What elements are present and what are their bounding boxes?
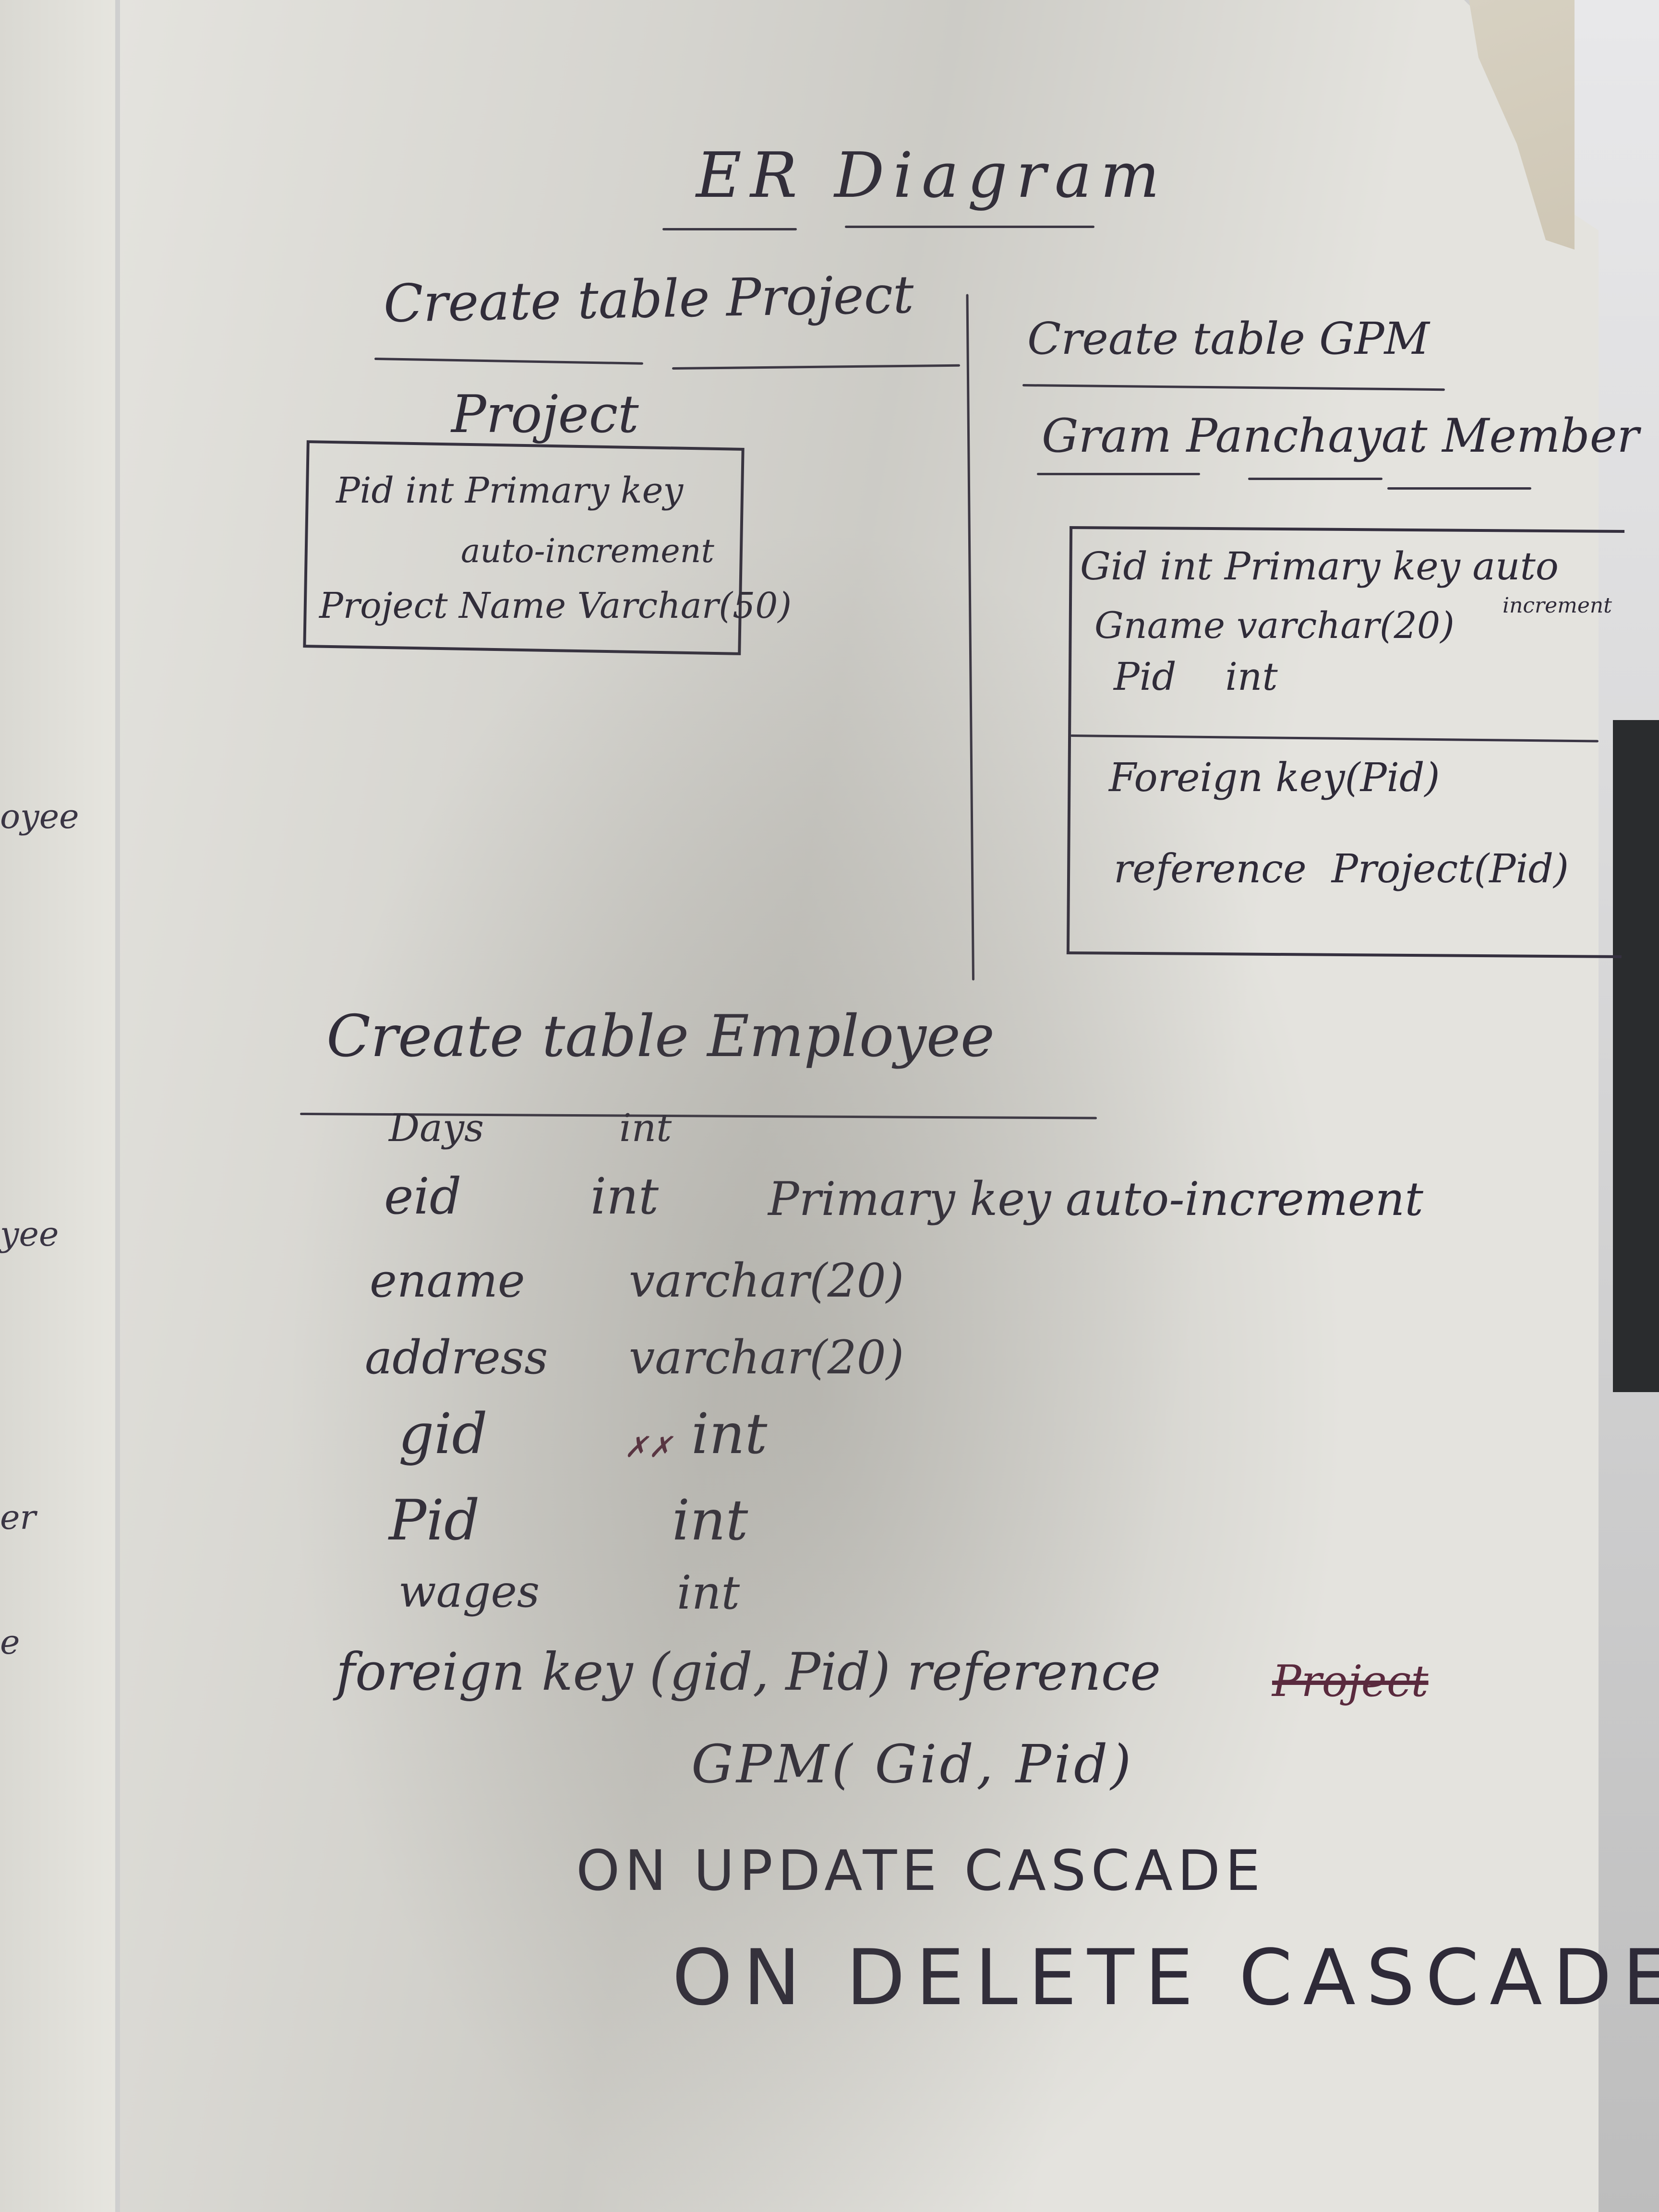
entity-underline [1248,478,1382,480]
employee-reference-target: GPM( Gid, Pid) [691,1733,1134,1795]
left-fragment: yee [0,1214,59,1254]
gpm-table-heading: Create table GPM [1027,313,1430,364]
employee-column-name: gid [398,1402,488,1467]
gpm-constraint: reference Project(Pid) [1114,846,1569,892]
employee-column-type: int [672,1488,748,1553]
employee-column-name: Pid [389,1488,480,1553]
desk-object [1613,720,1659,1392]
employee-column-type: int [590,1167,659,1226]
title-underline [662,228,797,230]
entity-underline [1387,487,1531,490]
employee-column-type: varchar(20) [629,1331,904,1384]
gpm-field: Gid int Primary key auto [1080,544,1559,589]
crossed-out-text: Project [1272,1656,1429,1707]
gpm-entity-box [1066,526,1625,959]
employee-column-type: int [691,1402,768,1467]
adjacent-page: oyee yee er e [0,0,115,2212]
employee-column-name: Days [389,1106,484,1150]
employee-foreign-key: foreign key (gid, Pid) reference [336,1642,1161,1702]
gpm-field: Pid int [1114,654,1278,699]
project-entity-name: Project [451,385,639,445]
left-fragment: er [0,1498,36,1537]
employee-column-name: ename [370,1254,525,1308]
employee-column-name: eid [384,1167,462,1226]
project-field: Project Name Varchar(50) [319,585,792,626]
gpm-field: Gname varchar(20) [1094,604,1455,647]
notebook-page [120,0,1599,2212]
employee-table-heading: Create table Employee [326,1003,995,1070]
gpm-field: increment [1503,593,1612,618]
employee-column-type: int [677,1566,740,1620]
title-underline [845,226,1094,228]
project-table-heading: Create table Project [383,264,914,334]
project-field: auto-increment [461,532,714,570]
employee-column-type: varchar(20) [629,1254,904,1308]
project-field: Pid int Primary key [336,470,684,511]
employee-column-name: address [365,1331,548,1384]
gpm-entity-name: Gram Panchayat Member [1042,409,1639,463]
employee-column-name: wages [398,1566,540,1617]
page-title: ER Diagram [696,139,1168,212]
entity-underline [1037,473,1200,475]
gpm-constraint: Foreign key(Pid) [1109,755,1440,801]
employee-column-type: int [619,1106,672,1150]
left-fragment: e [0,1623,20,1662]
on-update-clause: ON UPDATE CASCADE [576,1839,1265,1903]
on-delete-clause: ON DELETE CASCADE [672,1933,1659,2022]
employee-column-extra: Primary key auto-increment [768,1172,1423,1226]
crossed-out-text: ✗✗ [624,1431,673,1464]
left-fragment: oyee [0,797,79,836]
